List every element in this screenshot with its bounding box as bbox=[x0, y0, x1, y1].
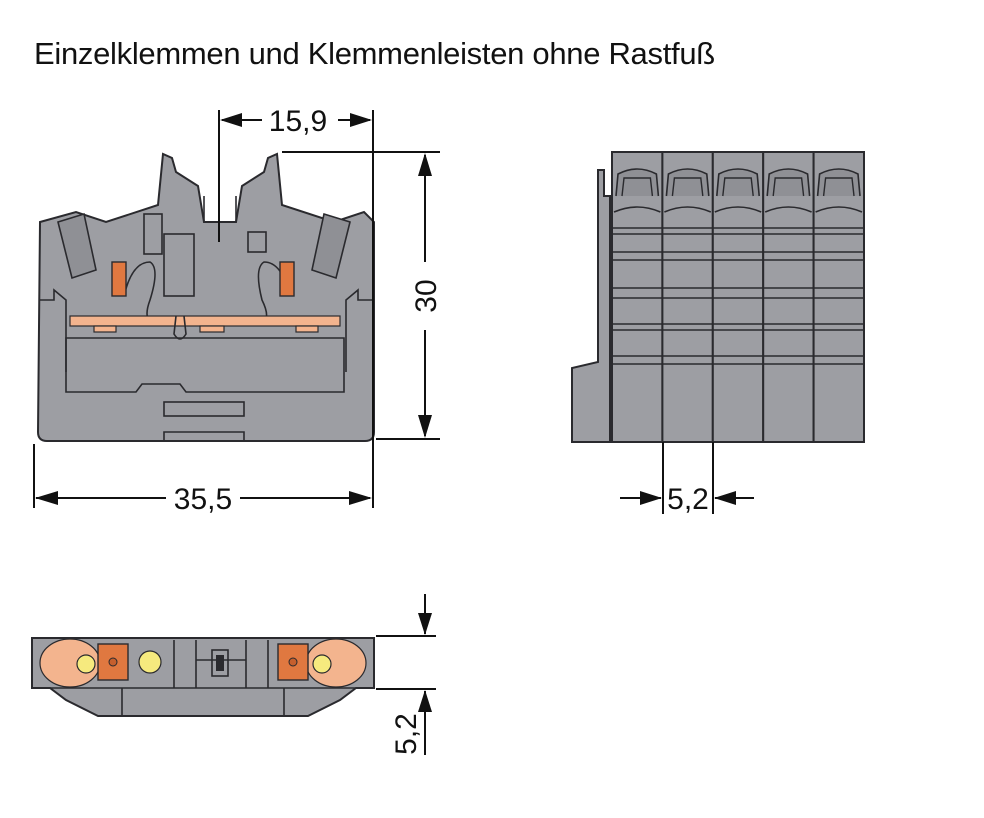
left-side-step bbox=[40, 288, 67, 372]
lower-window bbox=[65, 337, 345, 393]
dim-total-width: 35,5 bbox=[174, 483, 232, 516]
dim-top-width: 15,9 bbox=[269, 105, 327, 138]
left-release-slot bbox=[57, 212, 97, 280]
side-module bbox=[762, 151, 815, 443]
side-module bbox=[611, 151, 664, 443]
left-actuator bbox=[111, 261, 127, 297]
busbar-tab-left bbox=[93, 325, 117, 333]
dimension-total-width: 35,5 bbox=[33, 444, 372, 516]
busbar bbox=[69, 315, 341, 327]
dim-pitch-bottom: 5,2 bbox=[390, 713, 423, 755]
center-window-inner bbox=[216, 655, 224, 671]
dimension-pitch-side: 5,2 bbox=[620, 442, 754, 516]
right-actuator bbox=[279, 261, 295, 297]
right-test-port bbox=[247, 231, 267, 253]
front-housing bbox=[36, 152, 375, 442]
side-view bbox=[571, 151, 865, 443]
center-test-marker bbox=[138, 650, 162, 674]
base-groove bbox=[163, 431, 245, 441]
dim-height: 30 bbox=[410, 279, 443, 312]
busbar-tab-right bbox=[295, 325, 319, 333]
bottom-view bbox=[31, 637, 375, 717]
side-module bbox=[661, 151, 714, 443]
center-slot-lower bbox=[163, 233, 195, 297]
center-window bbox=[211, 649, 229, 677]
dimension-top-width: 15,9 bbox=[218, 105, 374, 508]
busbar-tab-center bbox=[199, 325, 225, 333]
front-view bbox=[36, 152, 375, 442]
left-actuator-hole bbox=[108, 657, 118, 667]
front-top-notch bbox=[203, 196, 237, 222]
dim-pitch-side: 5,2 bbox=[667, 483, 709, 516]
left-entry-marker bbox=[76, 654, 96, 674]
right-side-step bbox=[345, 288, 372, 372]
right-release-slot bbox=[311, 212, 351, 280]
dimension-pitch-bottom: 5,2 bbox=[376, 594, 436, 755]
page-title: Einzelklemmen und Klemmenleisten ohne Ra… bbox=[34, 36, 715, 71]
dimension-height: 30 bbox=[282, 151, 443, 440]
left-spring bbox=[123, 261, 156, 323]
label-slot bbox=[163, 401, 245, 417]
center-channel bbox=[173, 640, 269, 688]
side-module bbox=[812, 151, 865, 443]
side-module bbox=[711, 151, 765, 443]
end-plate bbox=[571, 169, 611, 443]
right-entry-marker bbox=[312, 654, 332, 674]
right-actuator-hole bbox=[288, 657, 298, 667]
center-slot-upper bbox=[143, 213, 163, 255]
center-pin bbox=[173, 315, 187, 340]
top-view-lower-step bbox=[121, 688, 285, 716]
